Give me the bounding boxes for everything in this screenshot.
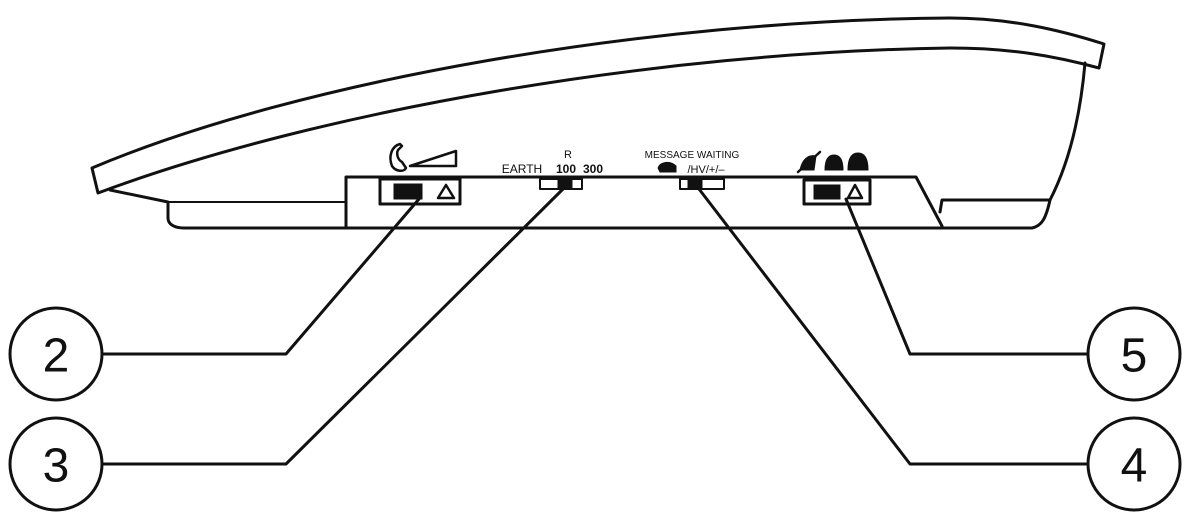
callout-2-circle xyxy=(8,306,104,402)
handset-volume-switch-knob[interactable] xyxy=(393,183,423,200)
leader-line-3 xyxy=(102,187,565,466)
callout-4-circle xyxy=(1086,416,1182,512)
callout-3: 3 xyxy=(8,416,104,512)
earth-label: EARTH xyxy=(502,162,542,176)
message-waiting-switch-knob[interactable] xyxy=(687,178,703,190)
callout-2: 2 xyxy=(8,306,104,402)
control-panel xyxy=(344,175,944,228)
recall-switch-knob[interactable] xyxy=(557,178,573,190)
ringer-volume-switch-frame xyxy=(802,178,872,206)
callout-4: 4 xyxy=(1086,416,1182,512)
callout-4-number: 4 xyxy=(1121,440,1148,493)
phone-base xyxy=(108,188,1052,230)
recall-switch[interactable]: R EARTH 100 300 xyxy=(502,149,604,190)
leader-line-5 xyxy=(844,197,1088,356)
handset-volume-switch-frame xyxy=(378,177,462,206)
callout-5-circle xyxy=(1086,306,1182,402)
message-waiting-label: MESSAGE WAITING xyxy=(645,150,740,161)
callout-3-number: 3 xyxy=(43,440,70,493)
phone-right-wall xyxy=(1048,61,1087,202)
triangle-arrow-icon xyxy=(436,183,456,200)
control-panel-outline xyxy=(344,175,944,228)
phone-top-shell xyxy=(90,16,1106,195)
leader-line-2 xyxy=(102,197,421,356)
callout-3-circle xyxy=(8,416,104,512)
callout-2-number: 2 xyxy=(43,330,70,383)
message-waiting-switch[interactable]: MESSAGE WAITING /HV/+/– xyxy=(645,150,740,190)
ringer-triangle-arrow-icon xyxy=(846,183,864,200)
callout-5: 5 xyxy=(1086,306,1182,402)
ringer-off-strike xyxy=(796,150,822,174)
message-waiting-icon xyxy=(657,161,677,173)
callout-5-number: 5 xyxy=(1121,330,1148,383)
leader-lines xyxy=(102,187,1088,466)
handset-volume-control[interactable] xyxy=(378,142,462,206)
bell-loud-icon xyxy=(847,152,869,171)
message-waiting-modes-label: /HV/+/– xyxy=(688,164,726,176)
ringer-volume-control[interactable] xyxy=(796,150,872,206)
r300-label: 300 xyxy=(583,162,603,176)
phone-body xyxy=(90,16,1106,230)
volume-wedge-icon xyxy=(408,149,458,168)
r100-label: 100 xyxy=(556,162,576,176)
handset-icon xyxy=(389,142,408,172)
bell-icon xyxy=(824,154,844,171)
recall-r-label: R xyxy=(564,149,572,161)
leader-line-4 xyxy=(697,187,1088,466)
ringer-volume-switch-knob[interactable] xyxy=(813,184,841,200)
